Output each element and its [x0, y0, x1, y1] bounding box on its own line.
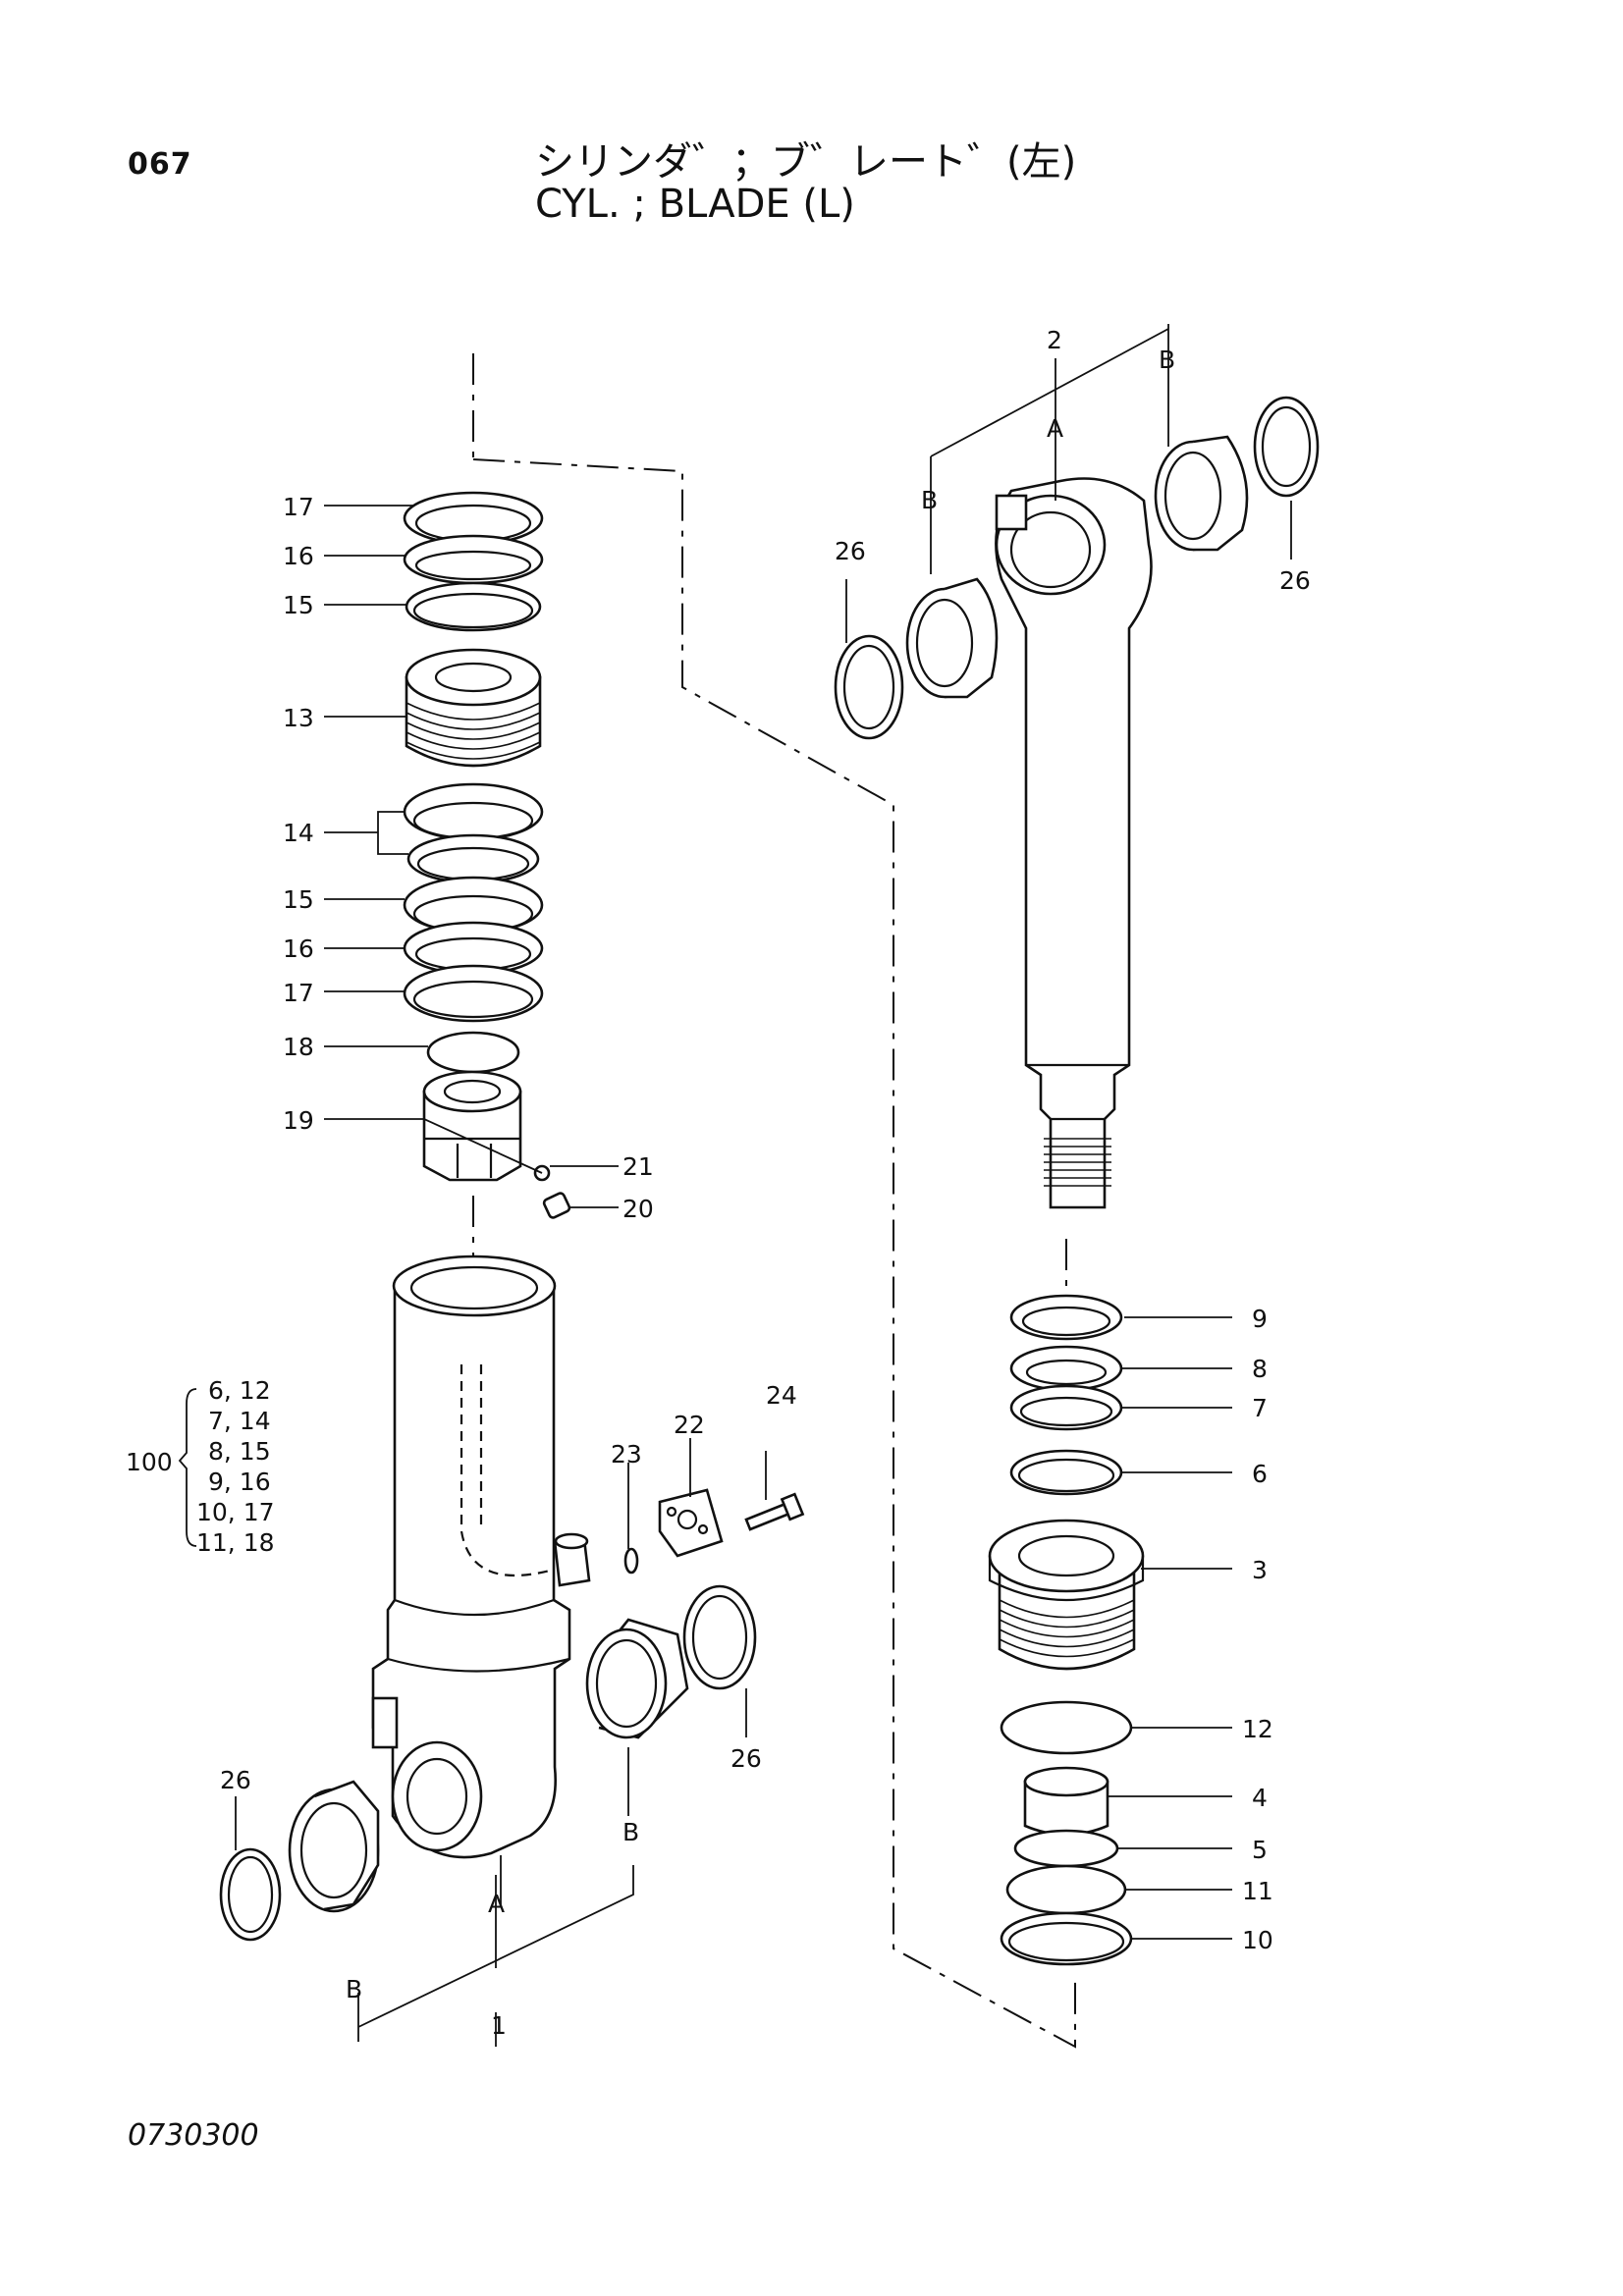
wiper-ring-9 [1009, 1294, 1123, 1341]
nut-19 [422, 1070, 522, 1182]
seal-7 [1009, 1384, 1123, 1431]
callout-9: 9 [1252, 1305, 1268, 1333]
snap-ring-26-rod-right [1253, 396, 1320, 498]
o-ring-12 [1000, 1700, 1133, 1755]
callout-100-kit: 100 [126, 1448, 173, 1476]
bushing-4 [1023, 1766, 1109, 1837]
callout-15-top: 15 [283, 591, 314, 619]
callout-2: 2 [1047, 326, 1062, 354]
leader-lines [178, 324, 1292, 2047]
bushing-b-rod-right [1154, 435, 1249, 552]
callout-3: 3 [1252, 1556, 1268, 1584]
callout-17-top: 17 [283, 493, 314, 521]
set-screw-20 [542, 1192, 571, 1219]
seal-ring-17-top [403, 491, 544, 546]
callout-4: 4 [1252, 1784, 1268, 1812]
title-japanese: シリンダ゛；ブ゛レート゛(左) [535, 139, 1077, 185]
seal-ring-14 [403, 782, 544, 884]
callout-10: 10 [1242, 1926, 1273, 1954]
callout-26-right-lower: 26 [730, 1744, 762, 1773]
page-number: 067 [128, 147, 192, 182]
bushing-b-rod-left [905, 577, 999, 699]
kit-row: 7, 14 [208, 1407, 271, 1435]
callout-15-lower: 15 [283, 885, 314, 914]
kit-row: 6, 12 [208, 1376, 271, 1405]
callout-20: 20 [622, 1195, 654, 1223]
ring-10 [1000, 1911, 1133, 1966]
callout-a-tube: A [488, 1890, 505, 1918]
piston-rod-2 [995, 477, 1153, 1209]
callout-5: 5 [1252, 1836, 1268, 1864]
kit-row: 8, 15 [208, 1437, 271, 1466]
callout-18: 18 [283, 1033, 314, 1061]
piston-13 [405, 648, 542, 768]
flange-22 [658, 1488, 724, 1558]
callout-26-rod-left: 26 [835, 537, 866, 565]
drawing-number: 0730300 [128, 2118, 259, 2153]
cylinder-head-3 [988, 1519, 1145, 1671]
callout-a-rod: A [1047, 414, 1063, 443]
bolt-24 [744, 1492, 805, 1531]
callout-13: 13 [283, 704, 314, 732]
assembly-line-left [472, 353, 1076, 2049]
callout-6: 6 [1252, 1460, 1268, 1488]
snap-ring-26-right [682, 1584, 757, 1690]
o-ring-23 [623, 1547, 639, 1575]
callout-16-lower: 16 [283, 934, 314, 963]
callout-b-tube-left: B [346, 1975, 362, 2003]
callout-22: 22 [674, 1411, 705, 1439]
seal-8 [1009, 1345, 1123, 1392]
cylinder-tube-1 [371, 1255, 591, 1859]
callout-8: 8 [1252, 1355, 1268, 1383]
ring-5 [1013, 1829, 1119, 1868]
bushing-b-right [585, 1618, 689, 1739]
callout-21: 21 [622, 1152, 654, 1181]
snap-ring-26-left [219, 1847, 282, 1942]
callout-12: 12 [1242, 1715, 1273, 1743]
callout-19: 19 [283, 1106, 314, 1135]
title-english: CYL. ; BLADE (L) [535, 182, 855, 227]
callout-24: 24 [766, 1381, 797, 1410]
callout-16-top: 16 [283, 542, 314, 570]
ring-11 [1005, 1864, 1127, 1915]
seal-ring-15-top [405, 581, 542, 632]
callout-b-rod-right: B [1159, 346, 1175, 374]
callout-26-rod-right: 26 [1279, 566, 1311, 595]
callout-14: 14 [283, 819, 314, 847]
snap-ring-26-rod-left [834, 634, 904, 740]
bushing-b-left [288, 1780, 380, 1913]
ring-18 [426, 1031, 520, 1074]
callout-7: 7 [1252, 1394, 1268, 1422]
seal-ring-17-lower [403, 964, 544, 1023]
kit-row: 11, 18 [196, 1528, 275, 1557]
kit-contents-list: 6, 12 7, 14 8, 15 9, 16 10, 17 11, 18 [196, 1376, 275, 1557]
callout-17-lower: 17 [283, 979, 314, 1007]
seal-6 [1009, 1449, 1123, 1496]
callout-b-tube-right: B [622, 1818, 639, 1846]
kit-row: 9, 16 [208, 1468, 271, 1496]
seal-ring-16-top [403, 534, 544, 585]
callout-b-rod-left: B [921, 486, 938, 514]
callout-23: 23 [611, 1440, 642, 1468]
callout-26-left-lower: 26 [220, 1766, 251, 1794]
kit-row: 10, 17 [196, 1498, 275, 1526]
callout-11: 11 [1242, 1877, 1273, 1905]
callout-1: 1 [491, 2011, 507, 2040]
